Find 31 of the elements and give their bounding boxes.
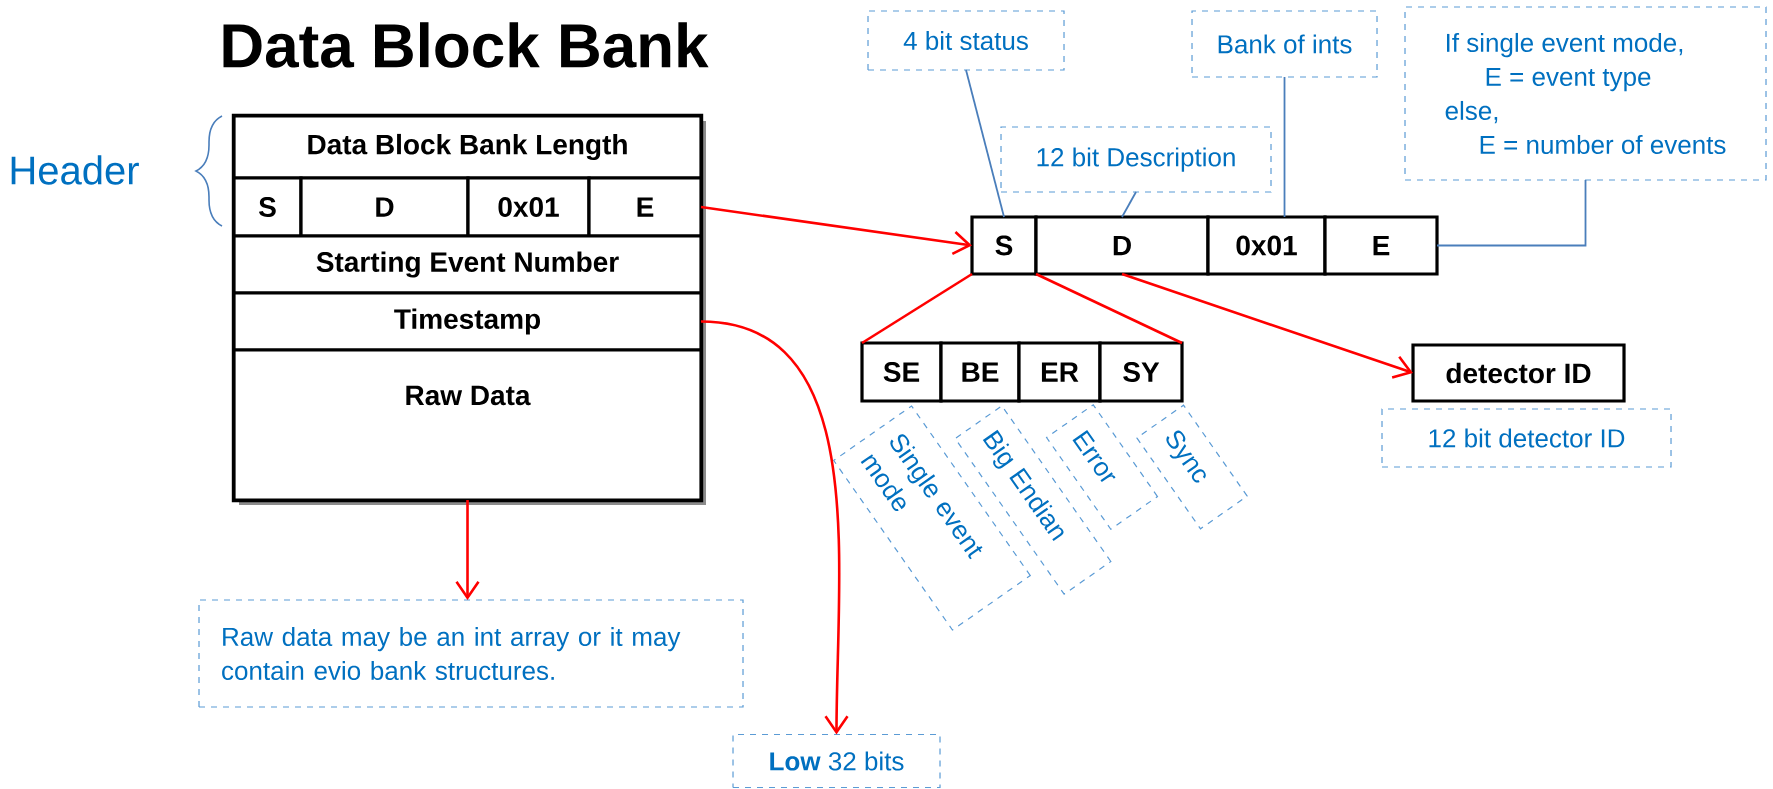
field-cell: BE	[939, 341, 1021, 403]
field-cell: E	[587, 176, 703, 238]
arrow	[700, 205, 972, 255]
connector-line	[1035, 272, 1183, 345]
field-cell: SY	[1098, 341, 1184, 403]
callout-box: 12 bit Description	[1000, 126, 1272, 193]
field-cell: Timestamp	[232, 291, 703, 352]
header-label: Header	[11, 155, 139, 185]
field-cell: SE	[860, 341, 943, 403]
callout-box: Raw data may be an int array or it may contain evio bank structures.	[198, 599, 744, 708]
field-cell: 0x01	[1206, 215, 1327, 276]
leader-line	[1121, 191, 1137, 218]
connector-line	[861, 272, 973, 345]
callout-box: Bank of ints	[1191, 10, 1378, 78]
arrow	[700, 320, 849, 735]
callout-box: Low 32 bits	[732, 733, 941, 789]
field-box: detector ID	[1411, 343, 1626, 403]
field-cell: E	[1323, 215, 1439, 276]
leader-line	[1283, 76, 1286, 218]
field-cell: S	[232, 176, 303, 238]
arrow	[1121, 272, 1413, 379]
arrow	[455, 500, 480, 600]
leader-line	[1436, 179, 1587, 247]
callout-box: 4 bit status	[867, 10, 1065, 71]
field-cell: ER	[1017, 341, 1102, 403]
field-cell: S	[970, 215, 1038, 276]
callout-box: 12 bit detector ID	[1381, 408, 1672, 468]
title: Data Block Bank	[223, 22, 709, 68]
leader-line	[965, 69, 1005, 218]
callout-box: If single event mode, E = event type else, E = number of events	[1404, 6, 1767, 181]
field-cell: 0x01	[466, 176, 591, 238]
